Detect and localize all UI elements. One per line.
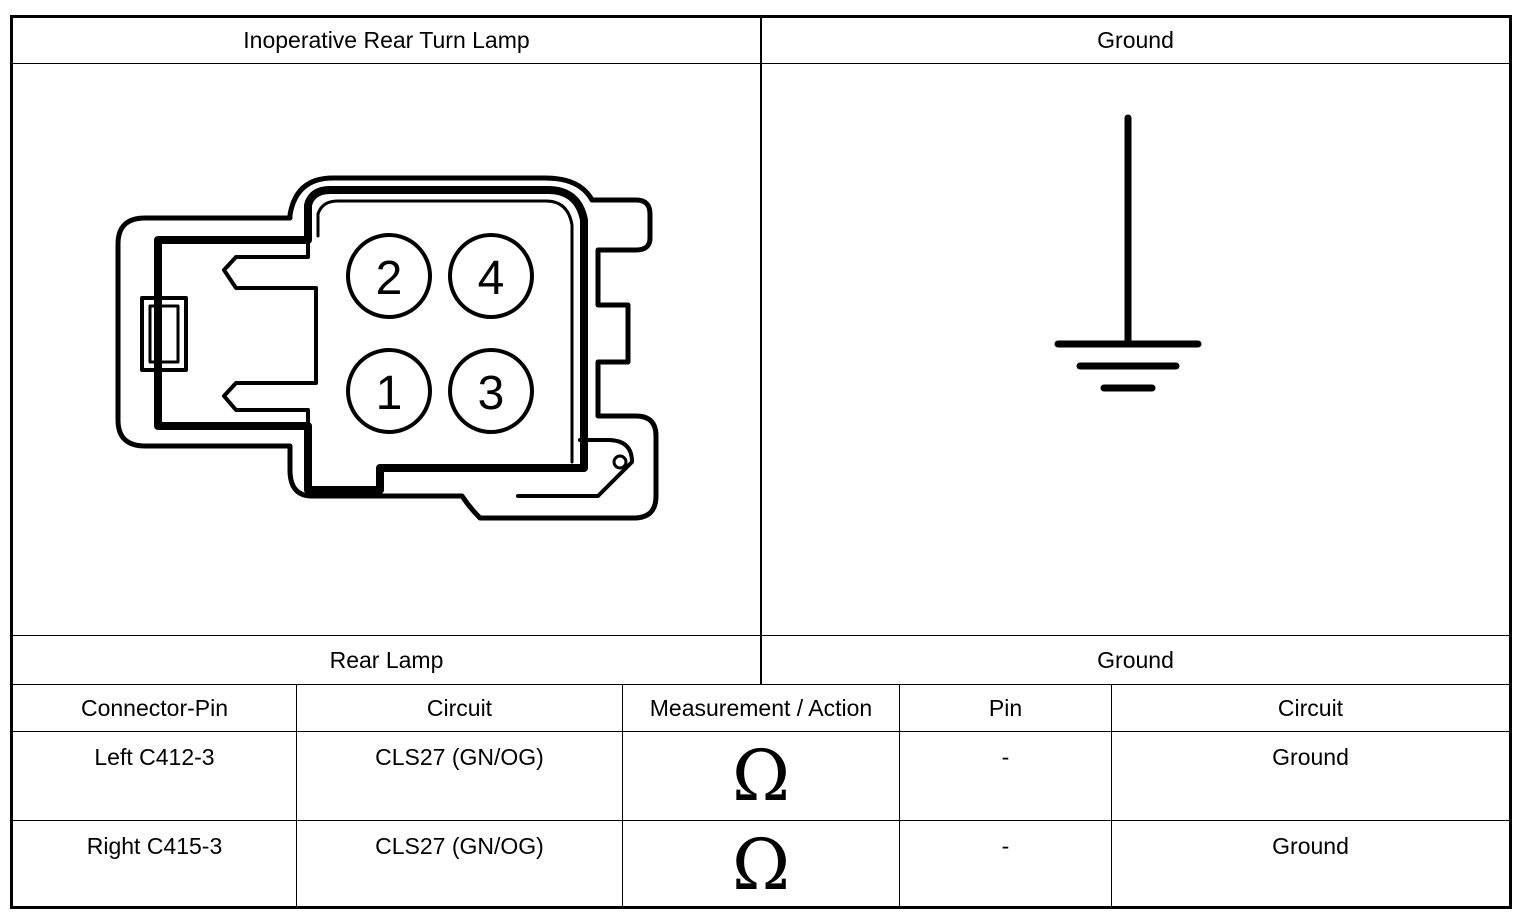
column-header-pin: Pin [988, 694, 1023, 721]
header-ground-top: Ground [1097, 27, 1174, 53]
pin-label-4: 4 [478, 252, 505, 305]
divider-row-1 [10, 820, 1512, 821]
header-rear-lamp: Rear Lamp [329, 646, 444, 673]
column-header-measurement-action: Measurement / Action [649, 694, 873, 721]
header-inoperative-rear-turn-lamp: Inoperative Rear Turn Lamp [243, 27, 530, 53]
column-header-circuit: Circuit [426, 694, 493, 721]
divider-col-1 [296, 684, 297, 909]
row-1-circuit: CLS27 (GN/OG) [375, 744, 544, 770]
row-2-pin: - [1001, 833, 1010, 859]
divider-diagram-bottom [10, 635, 1512, 636]
divider-header-top [10, 63, 1512, 64]
divider-col-4 [1111, 684, 1112, 909]
divider-section-header [10, 684, 1512, 685]
ohm-icon: Ω [731, 735, 791, 817]
pin-label-3: 3 [478, 367, 505, 420]
ohm-icon: Ω [731, 824, 791, 906]
pin-label-2: 2 [376, 252, 403, 305]
row-2-to-circuit: Ground [1272, 833, 1349, 859]
row-1-pin: - [1001, 744, 1010, 770]
column-header-to-circuit: Circuit [1277, 694, 1344, 721]
row-1-connector-pin: Left C412-3 [94, 744, 215, 770]
row-2-connector-pin: Right C415-3 [86, 833, 223, 859]
header-ground-section: Ground [1097, 646, 1174, 673]
pin-label-1: 1 [376, 367, 403, 420]
divider-col-2 [622, 684, 623, 909]
row-1-to-circuit: Ground [1272, 744, 1349, 770]
divider-column-header [10, 731, 1512, 732]
row-2-circuit: CLS27 (GN/OG) [375, 833, 544, 859]
divider-vertical-upper [760, 15, 762, 685]
divider-col-3 [899, 684, 900, 909]
column-header-connector-pin: Connector-Pin [80, 694, 229, 721]
